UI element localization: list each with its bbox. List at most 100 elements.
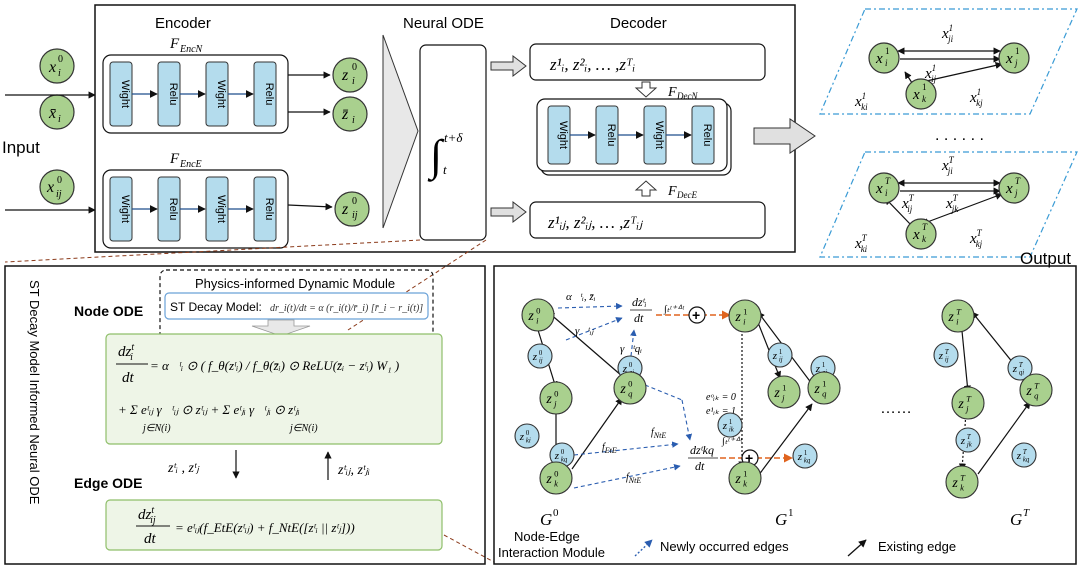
g0-nodes: zi0zij0zj0zqi0zq0zki0zkq0zk0 xyxy=(514,298,647,495)
f-etE-label: fEtE xyxy=(602,442,617,455)
integral-sign: ∫ xyxy=(427,131,445,182)
svg-text:0: 0 xyxy=(536,306,540,316)
svg-text:z: z xyxy=(734,310,741,325)
svg-text:q: q xyxy=(628,388,633,398)
legend-existing: Existing edge xyxy=(878,539,956,554)
output-graph-tT-frame xyxy=(819,151,1078,258)
svg-text:0: 0 xyxy=(554,469,558,479)
svg-text:0: 0 xyxy=(553,507,559,519)
svg-text:DecE: DecE xyxy=(676,190,697,200)
decoder-title: Decoder xyxy=(610,15,667,32)
decay-model-label: ST Decay Model: xyxy=(170,300,262,314)
g0-title: G 0 xyxy=(540,507,559,529)
enc-node-label: F EncN xyxy=(169,36,204,55)
svg-text:dt: dt xyxy=(122,370,135,386)
svg-text:1: 1 xyxy=(1015,46,1020,56)
enc-edge-block-label-2: Wight xyxy=(215,195,227,223)
svg-text:EncN: EncN xyxy=(179,44,204,55)
svg-text:kq: kq xyxy=(561,457,568,464)
subtitle-1: Node-Edge xyxy=(514,529,580,544)
svg-text:j: j xyxy=(781,392,785,402)
svg-text:i: i xyxy=(956,316,959,326)
svg-text:z: z xyxy=(951,476,958,491)
dec-node-seq: z¹ᵢ, z²ᵢ, … ,zᵀᵢ xyxy=(549,55,635,74)
input-label: Input xyxy=(2,138,40,157)
neural-ode-box xyxy=(419,44,487,241)
output-graph-t1-frame xyxy=(819,8,1078,115)
svg-text:ij: ij xyxy=(945,357,949,364)
svg-text:q: q xyxy=(822,388,827,398)
output-dots: . . . . . . xyxy=(935,127,984,144)
svg-text:i: i xyxy=(536,315,539,325)
dec-node-block-label-3: Relu xyxy=(701,124,713,147)
svg-text:z: z xyxy=(960,435,966,447)
svg-text:0: 0 xyxy=(352,62,357,73)
svg-text:z: z xyxy=(1016,450,1022,462)
svg-text:x: x xyxy=(912,227,920,243)
svg-text:z: z xyxy=(947,310,954,325)
graph-ellipsis: …… xyxy=(880,400,912,417)
enc-edge-block-label-3: Relu xyxy=(263,198,275,221)
svg-text:DecN: DecN xyxy=(676,91,698,101)
svg-text:i: i xyxy=(352,76,355,87)
edge-ode-box xyxy=(105,499,443,551)
dec-up-arrow xyxy=(634,180,658,197)
enc-edge-block-label-1: Relu xyxy=(167,198,179,221)
svg-text:x: x xyxy=(912,87,920,103)
g1-title: G 1 xyxy=(775,507,794,529)
svg-text:z: z xyxy=(341,201,349,218)
svg-text:T: T xyxy=(1019,362,1024,369)
enc-edge-container xyxy=(102,169,289,249)
enc-edge-block-label-0: Wight xyxy=(119,195,131,223)
integral-upper: t+δ xyxy=(444,130,463,145)
svg-text:i: i xyxy=(885,58,888,68)
decay-model-box xyxy=(164,292,429,320)
svg-text:ij: ij xyxy=(539,358,543,365)
svg-text:z: z xyxy=(545,392,552,407)
svg-text:F: F xyxy=(667,184,677,199)
svg-text:0: 0 xyxy=(526,430,530,437)
integral-g-bottom: ∫ₜᵗ⁺ᐞᵗ xyxy=(721,436,743,447)
node-eq-line1: = α⃗ᵗᵢ ⊙ ( f_θ(zᵗᵢ) / f_θ(z̄ᵢ) ⊙ ReLU(z̄… xyxy=(150,358,399,373)
svg-text:z: z xyxy=(545,472,552,487)
node-ode-box xyxy=(105,333,443,445)
svg-text:z: z xyxy=(1012,363,1018,375)
svg-text:z: z xyxy=(532,351,538,363)
svg-text:+: + xyxy=(692,307,700,323)
svg-text:q: q xyxy=(1034,390,1039,400)
svg-text:i: i xyxy=(885,188,888,198)
svg-text:z: z xyxy=(554,450,560,462)
svg-text:kq: kq xyxy=(1023,457,1030,464)
svg-text:j: j xyxy=(965,403,969,413)
dec-node-block-label-0: Wight xyxy=(557,121,569,149)
svg-text:1: 1 xyxy=(822,362,825,369)
dec-edge-seq: z¹ᵢⱼ, z²ᵢⱼ, … ,zᵀᵢⱼ xyxy=(547,213,643,232)
svg-text:+: + xyxy=(745,450,753,466)
e-label-0: eᵒᵢₖ = 0 xyxy=(706,392,736,403)
legend-new: Newly occurred edges xyxy=(660,539,789,554)
legend-solid-icon xyxy=(847,539,867,557)
zoom-connector-bottom xyxy=(443,534,495,563)
svg-text:j: j xyxy=(1014,58,1018,68)
